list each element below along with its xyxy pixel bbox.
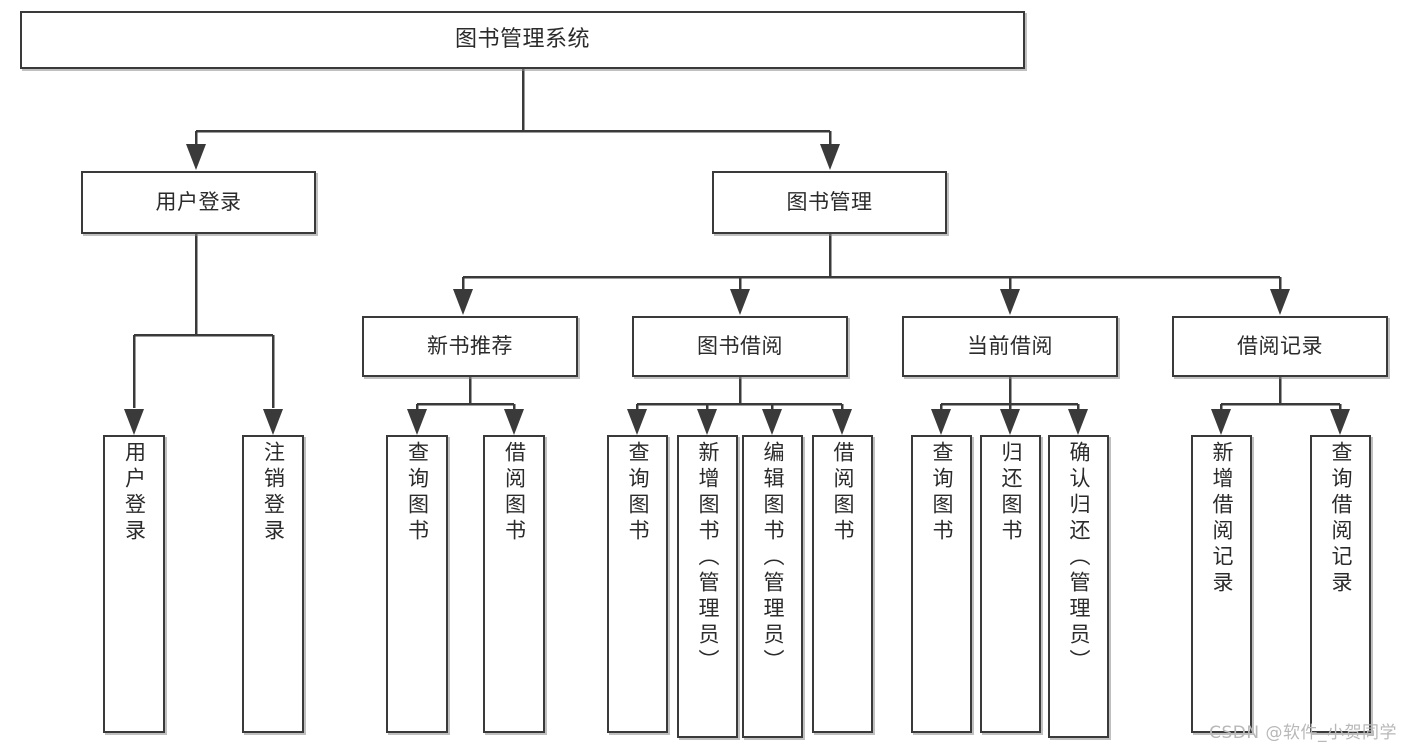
- arrowheads: [124, 144, 1350, 435]
- node-leaf-add-record-label: 新增借阅记录: [1210, 441, 1234, 597]
- node-book-borrow-label: 图书借阅: [697, 333, 783, 358]
- node-root[interactable]: 图书管理系统: [20, 11, 1025, 69]
- node-leaf-borrow-book-2[interactable]: 借阅图书: [812, 435, 873, 733]
- node-leaf-confirm-return-label: 确认归还（管理员）: [1067, 441, 1091, 675]
- node-leaf-query-book-3-label: 查询图书: [930, 441, 954, 545]
- node-leaf-query-book-3[interactable]: 查询图书: [911, 435, 972, 733]
- node-leaf-query-book-2-label: 查询图书: [626, 441, 650, 545]
- node-new-book-recommend[interactable]: 新书推荐: [362, 316, 578, 377]
- node-user-login[interactable]: 用户登录: [81, 171, 316, 234]
- node-leaf-user-logout-label: 注销登录: [261, 441, 286, 545]
- node-leaf-borrow-book-2-label: 借阅图书: [831, 441, 855, 545]
- node-leaf-return-book-label: 归还图书: [999, 441, 1023, 545]
- node-leaf-query-book-1[interactable]: 查询图书: [386, 435, 448, 733]
- node-book-borrow[interactable]: 图书借阅: [632, 316, 848, 377]
- node-leaf-borrow-book-1-label: 借阅图书: [502, 441, 527, 545]
- node-user-login-label: 用户登录: [155, 189, 242, 214]
- node-borrow-record[interactable]: 借阅记录: [1172, 316, 1388, 377]
- node-new-book-recommend-label: 新书推荐: [427, 333, 513, 358]
- node-leaf-add-book-label: 新增图书（管理员）: [696, 441, 720, 675]
- node-leaf-user-login[interactable]: 用户登录: [103, 435, 165, 733]
- node-borrow-record-label: 借阅记录: [1237, 333, 1323, 358]
- node-leaf-return-book[interactable]: 归还图书: [980, 435, 1041, 733]
- node-leaf-borrow-book-1[interactable]: 借阅图书: [483, 435, 545, 733]
- node-current-borrow[interactable]: 当前借阅: [902, 316, 1118, 377]
- node-leaf-query-record-label: 查询借阅记录: [1329, 441, 1353, 597]
- node-root-label: 图书管理系统: [454, 26, 590, 52]
- node-leaf-edit-book-label: 编辑图书（管理员）: [761, 441, 785, 675]
- node-leaf-edit-book[interactable]: 编辑图书（管理员）: [742, 435, 803, 738]
- node-leaf-query-book-1-label: 查询图书: [405, 441, 430, 545]
- node-book-manage[interactable]: 图书管理: [712, 171, 947, 234]
- node-leaf-confirm-return[interactable]: 确认归还（管理员）: [1048, 435, 1109, 738]
- node-current-borrow-label: 当前借阅: [967, 333, 1053, 358]
- node-book-manage-label: 图书管理: [786, 189, 873, 214]
- node-leaf-add-record[interactable]: 新增借阅记录: [1191, 435, 1252, 733]
- node-leaf-query-book-2[interactable]: 查询图书: [607, 435, 668, 733]
- node-leaf-user-logout[interactable]: 注销登录: [242, 435, 304, 733]
- node-leaf-query-record[interactable]: 查询借阅记录: [1310, 435, 1371, 733]
- node-leaf-user-login-label: 用户登录: [122, 441, 147, 545]
- node-leaf-add-book[interactable]: 新增图书（管理员）: [677, 435, 738, 738]
